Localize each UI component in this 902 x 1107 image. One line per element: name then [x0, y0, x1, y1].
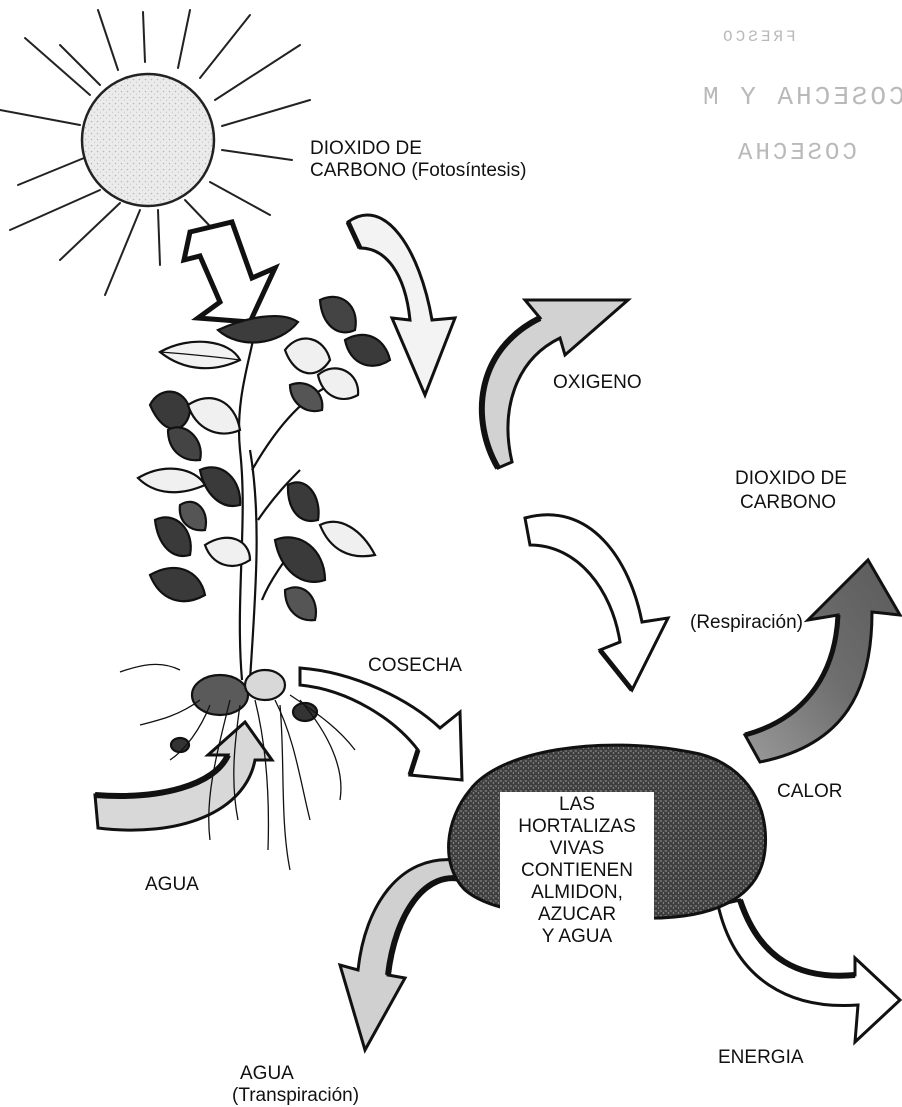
bleed-through-line-2: COSECHA Y M [700, 82, 902, 112]
label-water-transpiration-line-1: AGUA [240, 1062, 294, 1085]
label-co2-respiration-line-1: DIOXIDO DE [735, 467, 847, 490]
label-oxygen: OXIGENO [553, 371, 642, 394]
harvest-arrow [300, 668, 462, 780]
water-transpiration-arrow [340, 860, 465, 1050]
plant-illustration [120, 297, 390, 870]
vegetable-text-line-3: ALMIDON, AZUCAR [504, 882, 650, 926]
label-energy: ENERGIA [718, 1046, 804, 1069]
label-water-transpiration-line-2: (Transpiración) [232, 1084, 359, 1107]
bleed-through-line-1: FRESCO [720, 28, 796, 46]
label-water-in: AGUA [145, 873, 199, 896]
label-co2-photosynthesis-line-2: CARBONO (Fotosíntesis) [310, 159, 526, 182]
vegetable-text-line-2: VIVAS CONTIENEN [504, 838, 650, 882]
vegetable-text-line-4: Y AGUA [504, 926, 650, 948]
label-co2-respiration-line-2: CARBONO [740, 491, 836, 514]
co2-photosynthesis-arrow [348, 215, 455, 395]
sun [0, 10, 310, 295]
bleed-through-line-3: COSECHA [735, 140, 857, 167]
energy-arrow [718, 900, 900, 1042]
respiration-arrow [525, 515, 668, 690]
label-harvest: COSECHA [368, 654, 462, 677]
label-co2-photosynthesis-line-1: DIOXIDO DE [310, 137, 422, 160]
vegetable-text-line-1: LAS HORTALIZAS [504, 794, 650, 838]
sunlight-arrow [184, 222, 275, 322]
vegetable-description: LAS HORTALIZAS VIVAS CONTIENEN ALMIDON, … [500, 792, 654, 950]
label-heat: CALOR [777, 780, 842, 803]
label-respiration: (Respiración) [690, 611, 803, 634]
co2-respiration-arrow [745, 560, 900, 762]
